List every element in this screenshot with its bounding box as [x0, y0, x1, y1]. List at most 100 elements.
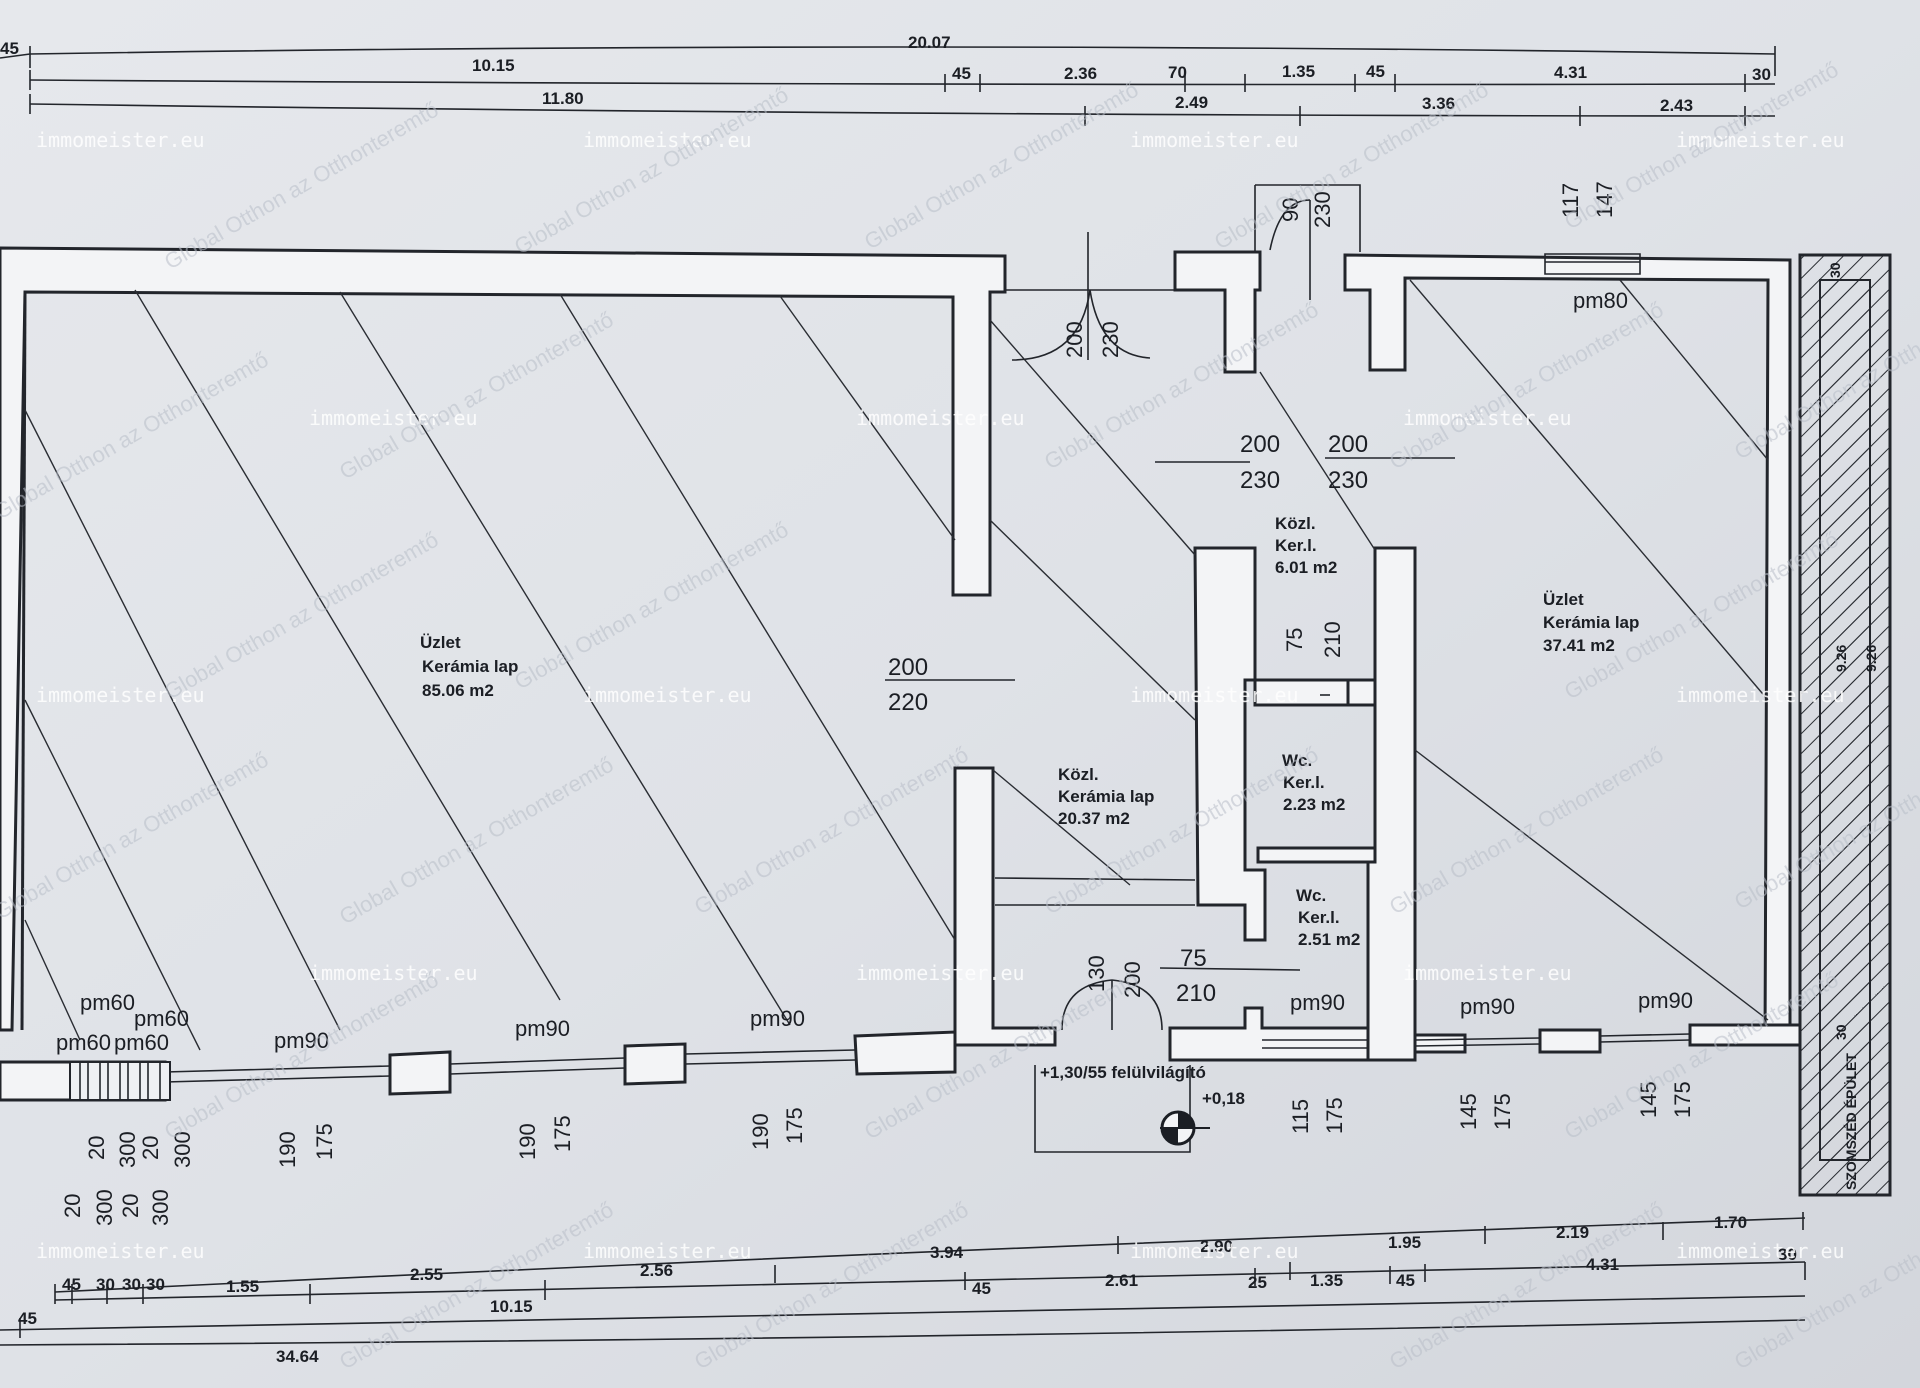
- room-area: 2.23 m2: [1283, 795, 1345, 814]
- svg-text:300: 300: [92, 1189, 117, 1226]
- top-dim-label: 1.35: [1282, 62, 1315, 81]
- svg-text:1.70: 1.70: [1714, 1213, 1747, 1232]
- svg-text:175: 175: [1670, 1081, 1695, 1118]
- svg-text:145: 145: [1636, 1081, 1661, 1118]
- svg-text:1.35: 1.35: [1310, 1271, 1343, 1290]
- top-dim-label: 11.80: [542, 89, 584, 108]
- room-floor: Kerámia lap: [1058, 787, 1154, 806]
- svg-text:30: 30: [1827, 262, 1843, 278]
- svg-text:175: 175: [782, 1107, 807, 1144]
- svg-text:30: 30: [122, 1275, 141, 1294]
- svg-text:200: 200: [888, 654, 928, 681]
- room-floor: Ker.l.: [1275, 536, 1317, 555]
- room-shop-left: Üzlet Kerámia lap 85.06 m2: [420, 633, 518, 700]
- svg-text:4.31: 4.31: [1586, 1255, 1619, 1274]
- svg-text:30: 30: [1833, 1024, 1849, 1040]
- watermark-site: immomeister.eu: [583, 1239, 752, 1263]
- svg-text:117: 117: [1558, 183, 1583, 218]
- svg-text:200: 200: [1062, 321, 1087, 358]
- window-label: pm90: [750, 1006, 805, 1031]
- watermark-site: immomeister.eu: [1130, 1239, 1299, 1263]
- window-label: pm90: [1638, 988, 1693, 1013]
- watermark-site: immomeister.eu: [1676, 1239, 1845, 1263]
- svg-text:190: 190: [748, 1113, 773, 1150]
- top-dim-label: 4.31: [1554, 63, 1587, 82]
- svg-text:200: 200: [1328, 431, 1368, 458]
- svg-text:130: 130: [1084, 955, 1109, 992]
- watermark-site: immomeister.eu: [1403, 406, 1572, 430]
- room-name: Közl.: [1275, 514, 1316, 533]
- window-label: pm60: [80, 990, 135, 1015]
- watermark-site: immomeister.eu: [1676, 128, 1845, 152]
- svg-text:230: 230: [1310, 191, 1335, 228]
- top-dim-label: 70: [1168, 63, 1187, 82]
- top-dimension-lines: [0, 46, 1776, 126]
- top-dim-label: 2.49: [1175, 93, 1208, 112]
- svg-text:175: 175: [1322, 1097, 1347, 1134]
- svg-text:20: 20: [138, 1136, 163, 1160]
- svg-text:30: 30: [96, 1275, 115, 1294]
- watermark-site: immomeister.eu: [309, 406, 478, 430]
- room-floor: Kerámia lap: [1543, 613, 1639, 632]
- room-name: Üzlet: [420, 633, 461, 652]
- window-dims: 20 300 20 300 20 300 20 300 190 175 190 …: [60, 1081, 1695, 1226]
- level-marker: +0,18: [1160, 1089, 1245, 1146]
- top-dim-label: 30: [1752, 65, 1771, 84]
- room-area: 6.01 m2: [1275, 558, 1337, 577]
- watermark-site: immomeister.eu: [36, 683, 205, 707]
- room-wc-upper: Wc. Ker.l. 2.23 m2: [1282, 751, 1345, 814]
- svg-text:300: 300: [115, 1131, 140, 1168]
- top-dim-label: 10.15: [472, 56, 515, 75]
- room-area: 37.41 m2: [1543, 636, 1615, 655]
- top-dim-label: 45: [952, 64, 971, 83]
- room-corridor: Közl. Kerámia lap 20.37 m2: [1058, 765, 1154, 828]
- watermark-site: immomeister.eu: [583, 683, 752, 707]
- room-name: Közl.: [1058, 765, 1099, 784]
- svg-text:20: 20: [60, 1194, 85, 1218]
- svg-text:230: 230: [1098, 321, 1123, 358]
- floor-hatching: [24, 279, 1769, 1051]
- svg-text:2.19: 2.19: [1556, 1223, 1589, 1242]
- room-floor: Kerámia lap: [422, 657, 518, 676]
- svg-text:20: 20: [84, 1136, 109, 1160]
- watermark-site: immomeister.eu: [309, 961, 478, 985]
- svg-text:25: 25: [1248, 1273, 1267, 1292]
- door-label-200-230-b: 200 230: [1328, 431, 1368, 494]
- svg-text:190: 190: [515, 1123, 540, 1160]
- room-area: 85.06 m2: [422, 681, 494, 700]
- room-name: Üzlet: [1543, 590, 1584, 609]
- room-area: 20.37 m2: [1058, 809, 1130, 828]
- svg-text:2.61: 2.61: [1105, 1271, 1138, 1290]
- svg-text:75: 75: [1282, 628, 1307, 652]
- room-floor: Ker.l.: [1283, 773, 1325, 792]
- neighbor-building: SZOMSZÉD ÉPÜLET: [1798, 253, 1892, 1197]
- svg-text:34.64: 34.64: [276, 1347, 319, 1366]
- svg-text:190: 190: [275, 1131, 300, 1168]
- watermark-site: immomeister.eu: [1130, 128, 1299, 152]
- door-label-200-220: 200 220: [888, 654, 928, 716]
- watermark-site: immomeister.eu: [856, 406, 1025, 430]
- svg-text:45: 45: [18, 1309, 37, 1328]
- room-corridor-small: Közl. Ker.l. 6.01 m2: [1275, 514, 1337, 577]
- door-label-200-230-a: 200 230: [1240, 431, 1280, 494]
- svg-text:145: 145: [1456, 1093, 1481, 1130]
- svg-text:9.26: 9.26: [1863, 645, 1879, 672]
- door-label-130-200: 130 200: [1084, 955, 1145, 998]
- window-label: pm90: [515, 1016, 570, 1041]
- svg-text:45: 45: [1396, 1271, 1415, 1290]
- svg-text:147: 147: [1592, 181, 1617, 218]
- bottom-dimension-texts: 3.94 2.90 1.95 2.19 1.70 45 30 30 30 1.5…: [18, 1213, 1797, 1366]
- window-label: pm90: [1460, 994, 1515, 1019]
- watermark-site: immomeister.eu: [583, 128, 752, 152]
- svg-text:30: 30: [146, 1275, 165, 1294]
- watermark-site: immomeister.eu: [1676, 683, 1845, 707]
- svg-text:45: 45: [972, 1279, 991, 1298]
- window-label: pm60: [134, 1006, 189, 1031]
- watermark-site: immomeister.eu: [1403, 961, 1572, 985]
- top-dim-label: 20.07: [908, 33, 951, 52]
- svg-text:230: 230: [1240, 467, 1280, 494]
- door-label-75-210-wc2: 75 210: [1176, 945, 1216, 1007]
- svg-text:175: 175: [312, 1123, 337, 1160]
- walls: [0, 184, 1802, 1102]
- level-mark-label: +0,18: [1202, 1089, 1245, 1108]
